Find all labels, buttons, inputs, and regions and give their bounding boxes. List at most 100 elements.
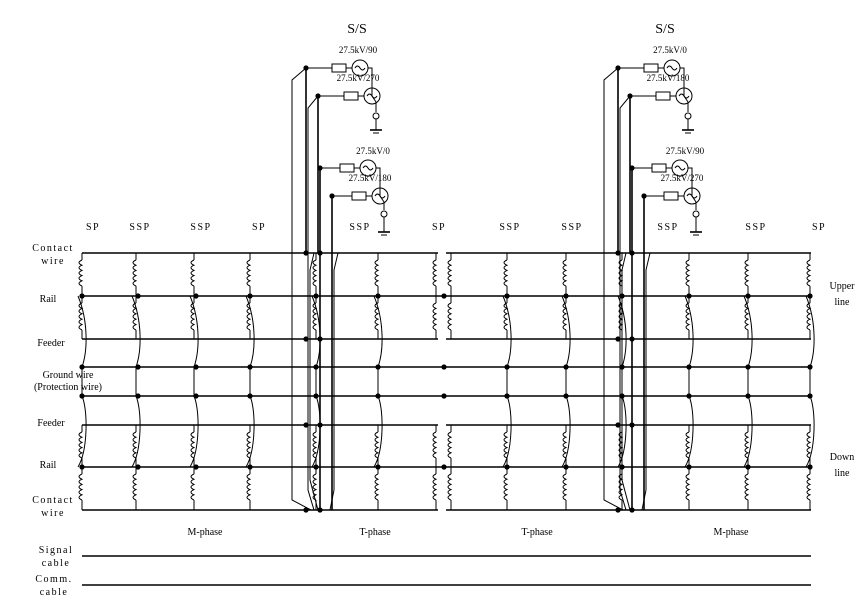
junction-dot [79,364,85,370]
switch-icon [684,112,692,120]
junction-dot [686,464,692,470]
rail-ground-bond [373,295,383,368]
source-return [680,67,689,112]
autotransformers [78,253,812,510]
coil-upper-a [562,259,568,287]
junction-dot [629,250,635,256]
label-signal-2: cable [42,558,71,569]
junction-dot [807,393,813,399]
junction-dot [441,293,447,299]
post-label-11: SP [812,222,826,233]
ss-crossover [309,252,319,511]
coil-lower-a [447,431,453,459]
ss-loop [307,95,319,511]
ss1-source-3-label: 27.5kV/0 [356,146,390,156]
ss-loop [619,95,631,511]
ss-crossover [641,252,651,511]
junction-dot [745,393,751,399]
coil-upper-b [744,302,750,331]
ss1-source-4-label: 27.5kV/180 [349,173,392,183]
source-return [376,167,385,210]
label-feeder-lower: Feeder [37,418,65,429]
rail-ground-bond [245,295,255,368]
coil-upper-a [190,259,196,287]
junction-dot [615,422,621,428]
resistor-icon [339,163,355,173]
rail-ground-bond [502,295,512,368]
coil-upper-a [447,259,453,287]
junction-dot [629,336,635,342]
junction-dot [303,422,309,428]
ss2-source-3-label: 27.5kV/90 [666,146,705,156]
junction-dot [615,65,621,71]
junction-dot [615,250,621,256]
coil-lower-a [618,431,624,459]
ss-crossover [329,252,339,511]
coil-lower-a [246,431,252,459]
switch-icon [380,210,388,218]
junction-dot [619,393,625,399]
junction-dot [313,393,319,399]
junction-dot [745,293,751,299]
junction-dot [313,293,319,299]
phase-label-4: M-phase [714,527,750,538]
junction-dot [247,393,253,399]
junction-dot [807,464,813,470]
label-contact-lower-1: Contact [32,495,74,506]
coil-upper-a [78,259,84,287]
junction-dot [317,165,323,171]
rail-ground-bond [805,295,815,368]
ss-title-1: S/S [347,22,366,37]
resistor-icon [331,63,347,73]
coil-upper-b [685,302,691,331]
rail-ground-bond [77,395,87,468]
resistor-icon [643,63,659,73]
coil-upper-a [432,259,438,287]
coil-lower-a [132,431,138,459]
junction-dot [247,293,253,299]
junction-dot [79,393,85,399]
source-return [688,167,697,210]
coil-lower-a [312,431,318,459]
coil-upper-b [312,302,318,331]
post-label-10: SSP [745,222,766,233]
coil-upper-a [246,259,252,287]
junction-dot [303,507,309,513]
post-label-6: SP [432,222,446,233]
phase-label-2: T-phase [359,527,391,538]
junction-dot [313,364,319,370]
post-label-3: SSP [190,222,211,233]
junction-dot [135,464,141,470]
rail-ground-bond [373,395,383,468]
junction-dot [375,364,381,370]
post-label-4: SP [252,222,266,233]
junction-dot [619,364,625,370]
ss1-source-2-label: 27.5kV/270 [337,73,380,83]
junction-dot [615,507,621,513]
coil-lower-b [246,473,252,501]
junction-dot [303,336,309,342]
junction-dot [329,193,335,199]
rail-ground-bond [189,295,199,368]
junction-dot [563,464,569,470]
junction-dot [807,364,813,370]
junction-dot [375,464,381,470]
label-contact-upper-2: wire [41,256,65,267]
rail-ground-bond [743,295,753,368]
label-rail-lower: Rail [40,460,57,471]
resistor-icon [343,91,359,101]
rail-ground-bond [502,395,512,468]
coil-upper-b [78,302,84,331]
junction-dot [807,293,813,299]
coil-lower-b [374,473,380,501]
coil-upper-b [190,302,196,331]
coil-upper-a [744,259,750,287]
junction-dot [686,393,692,399]
coil-upper-b [132,302,138,331]
junction-dot [629,422,635,428]
coil-upper-a [806,259,812,287]
label-comm-1: Comm. [35,574,72,585]
resistor-icon [663,191,679,201]
junction-dot [629,165,635,171]
ac-wave-icon [666,65,678,71]
